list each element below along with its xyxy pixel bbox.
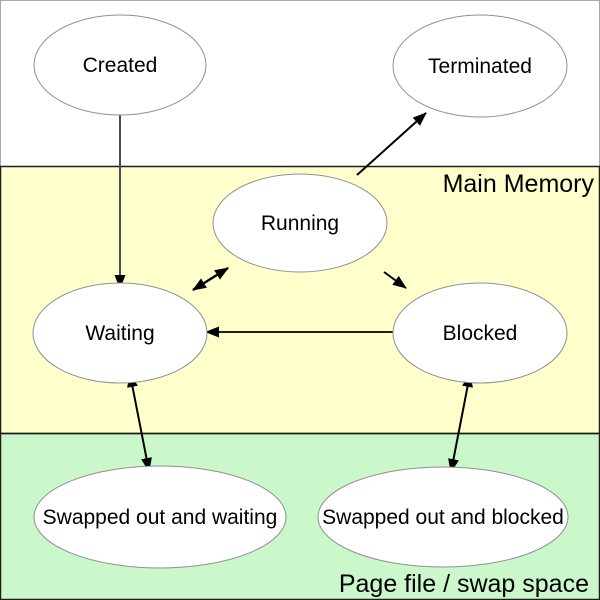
node-waiting: Waiting xyxy=(32,282,208,384)
edge-blocked-swapped-two-way xyxy=(448,373,473,473)
node-running-label: Running xyxy=(261,212,339,235)
edge-waiting-running-two-way xyxy=(192,266,229,292)
node-blocked-ellipse xyxy=(392,282,568,384)
node-blocked-label: Blocked xyxy=(443,322,518,345)
node-terminated-label: Terminated xyxy=(428,55,532,78)
node-terminated: Terminated xyxy=(392,14,568,118)
node-swapped-out-blocked-label: Swapped out and blocked xyxy=(322,506,564,529)
node-waiting-ellipse xyxy=(32,282,208,384)
main-memory-label: Main Memory xyxy=(443,170,595,198)
swap-space-label: Page file / swap space xyxy=(339,570,589,598)
node-created-label: Created xyxy=(83,54,158,77)
node-swapped-out-waiting-ellipse xyxy=(33,465,287,569)
node-running-ellipse xyxy=(212,173,388,273)
node-swapped-out-blocked: Swapped out and blocked xyxy=(317,466,569,568)
node-blocked: Blocked xyxy=(392,282,568,384)
node-created: Created xyxy=(33,14,207,116)
edge-running-to-terminated xyxy=(356,112,427,176)
node-swapped-out-blocked-ellipse xyxy=(317,466,569,568)
node-created-ellipse xyxy=(33,14,207,116)
node-swapped-out-waiting: Swapped out and waiting xyxy=(33,465,287,569)
node-running: Running xyxy=(212,173,388,273)
node-terminated-ellipse xyxy=(392,14,568,118)
edge-running-to-blocked xyxy=(383,271,407,289)
node-swapped-out-waiting-label: Swapped out and waiting xyxy=(43,506,278,529)
node-waiting-label: Waiting xyxy=(85,322,154,345)
edge-waiting-swapped-two-way xyxy=(127,373,152,472)
